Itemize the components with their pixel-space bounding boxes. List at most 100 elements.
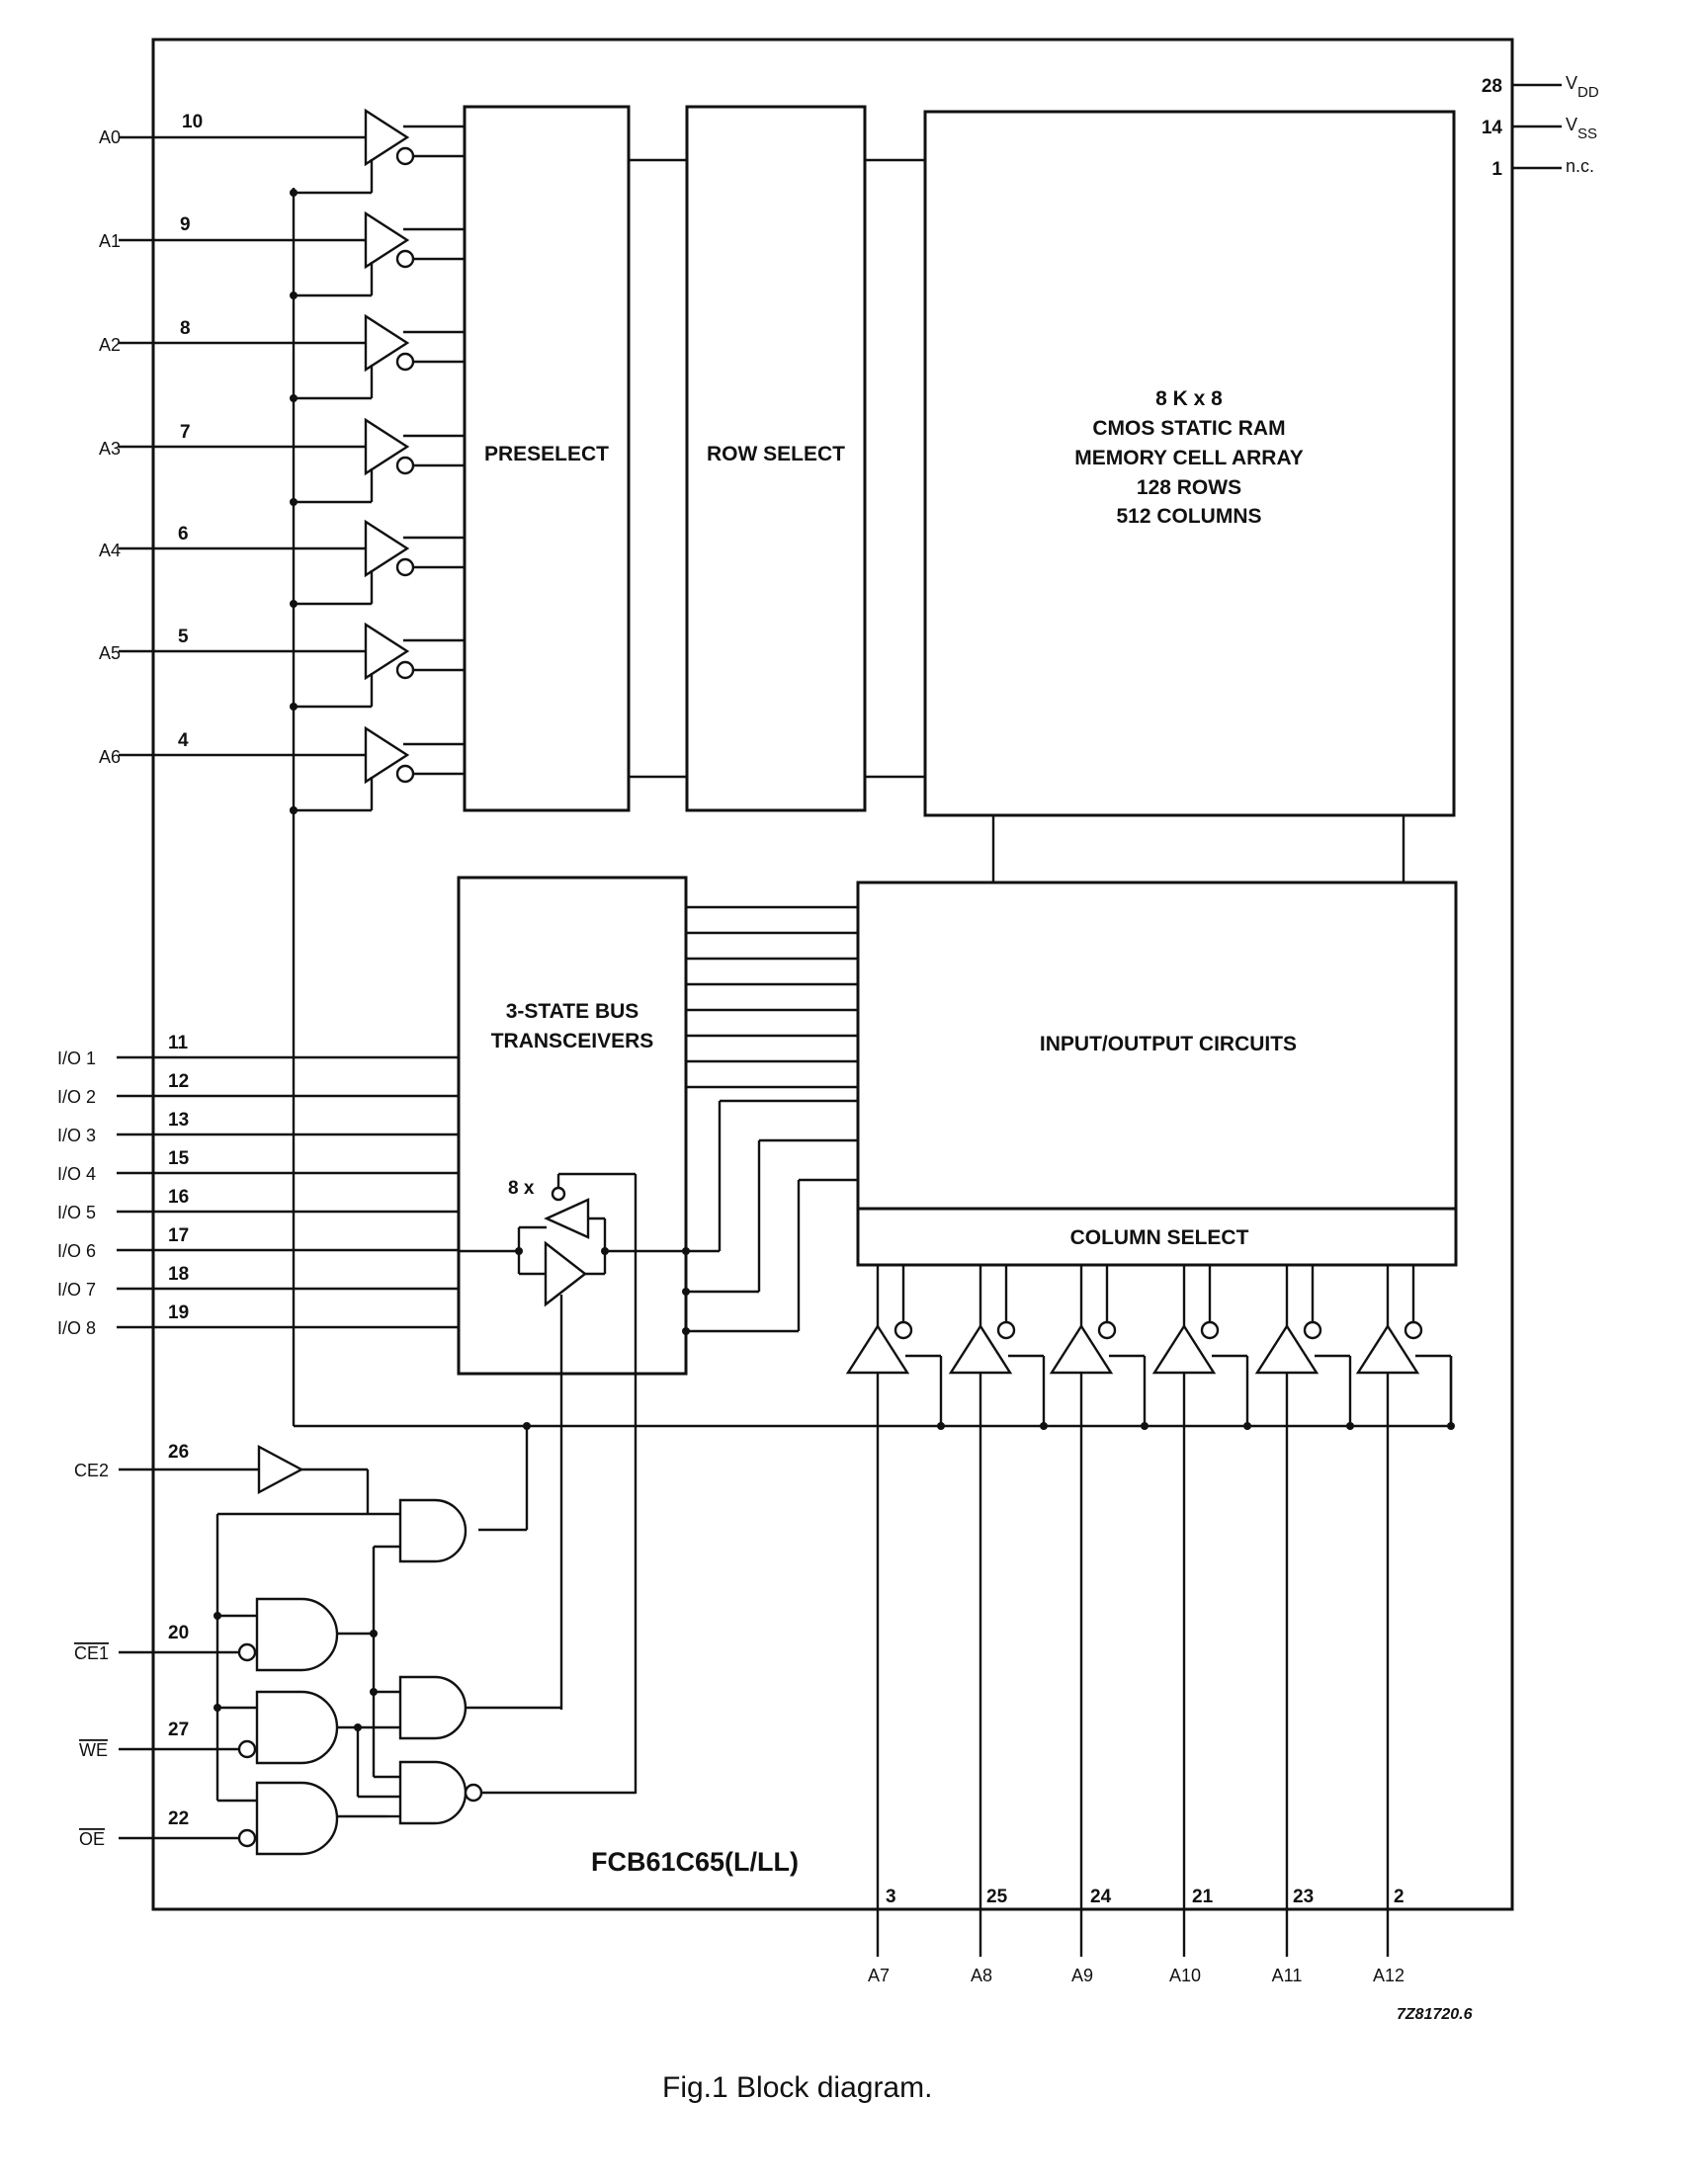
buffer-triangle (1049, 1323, 1114, 1375)
column-buffer-3 (1151, 1265, 1251, 1957)
a7-pin: 3 (886, 1887, 896, 1907)
io-labels: I/O 1 I/O 2 I/O 3 I/O 4 I/O 5 I/O 6 I/O … (57, 1033, 190, 1338)
io5-label: I/O 5 (57, 1203, 96, 1222)
row-select-label: ROW SELECT (707, 443, 845, 465)
row-buffer-0 (119, 108, 465, 197)
io1-label: I/O 1 (57, 1049, 96, 1068)
column-select-label: COLUMN SELECT (1070, 1226, 1249, 1249)
a12-label: A12 (1373, 1966, 1404, 1985)
io-circuits-label: INPUT/OUTPUT CIRCUITS (1040, 1033, 1297, 1055)
row-buffer-5 (119, 622, 465, 711)
row-select-block (685, 105, 867, 812)
enable-bus (290, 806, 1453, 1532)
ce1-label: CE1 (74, 1643, 109, 1663)
a0-pin: 10 (182, 112, 203, 132)
column-address-labels: 3 25 24 21 23 2 A7 A8 A9 A10 A11 A12 (868, 1887, 1404, 1985)
buffer-triangle (364, 417, 410, 476)
io4-label: I/O 4 (57, 1164, 96, 1184)
a5-pin: 5 (178, 627, 189, 647)
a12-pin: 2 (1394, 1887, 1404, 1907)
vdd-label: VDD (1566, 73, 1599, 101)
bus-junction (682, 1288, 690, 1296)
ce2-pin: 26 (168, 1442, 189, 1463)
column-buffer-0 (845, 1265, 945, 1957)
a11-label: A11 (1272, 1966, 1303, 1985)
vss-pin-number: 14 (1482, 118, 1503, 138)
row-address-labels: A0 A1 A2 A3 A4 A5 A6 10 9 8 7 6 5 4 (99, 112, 203, 767)
preselect-label: PRESELECT (484, 443, 609, 465)
preselect-block (463, 105, 631, 812)
a0-label: A0 (99, 127, 121, 147)
column-select-block (856, 1207, 1458, 1267)
buffer-triangle (364, 622, 410, 681)
a6-pin: 4 (178, 730, 189, 751)
bus-transceivers-block (457, 876, 688, 1376)
buffer-triangle (364, 519, 410, 578)
a4-pin: 6 (178, 524, 189, 545)
svg-text:512 COLUMNS: 512 COLUMNS (1116, 505, 1261, 528)
we-pin: 27 (168, 1720, 189, 1740)
io7-label: I/O 7 (57, 1280, 96, 1300)
a8-label: A8 (971, 1966, 992, 1985)
column-buffer-1 (948, 1265, 1048, 1957)
inverter-bubble (894, 1320, 913, 1340)
a1-pin: 9 (180, 214, 191, 235)
inverter-bubble (1404, 1320, 1423, 1340)
column-buffer-5 (1355, 1265, 1455, 1957)
svg-text:CMOS STATIC RAM: CMOS STATIC RAM (1092, 417, 1285, 440)
buffer-triangle (1355, 1323, 1420, 1375)
buffer-triangle (948, 1323, 1013, 1375)
a2-pin: 8 (180, 318, 191, 339)
inverter-bubble (395, 352, 415, 372)
inverter-bubble (1200, 1320, 1220, 1340)
io-lines (117, 1055, 459, 1329)
control-labels: CE2 26 CE1 20 WE 27 OE 22 (74, 1442, 189, 1849)
inverter-bubble (395, 146, 415, 166)
row-buffer-4 (119, 519, 465, 608)
io6-label: I/O 6 (57, 1241, 96, 1261)
memory-array-label: 8 K x 8 CMOS STATIC RAM MEMORY CELL ARRA… (1074, 387, 1303, 528)
io2-label: I/O 2 (57, 1087, 96, 1107)
buffer-triangle (1151, 1323, 1217, 1375)
column-buffer-4 (1254, 1265, 1354, 1957)
a10-label: A10 (1169, 1966, 1201, 1985)
part-number: FCB61C65(L/LL) (591, 1847, 799, 1877)
bus-transceivers-label-1: 3-STATE BUS (506, 1000, 639, 1023)
a7-label: A7 (868, 1966, 890, 1985)
io7-pin: 18 (168, 1264, 189, 1285)
row-buffer-3 (119, 417, 465, 506)
bus-junction (682, 1327, 690, 1335)
row-buffer-2 (119, 313, 465, 402)
a10-pin: 21 (1192, 1887, 1214, 1907)
buffer-triangle (364, 313, 410, 373)
vss-label: VSS (1566, 115, 1597, 142)
inverter-bubble (1097, 1320, 1117, 1340)
oe-label: OE (79, 1829, 105, 1849)
nc-label: n.c. (1566, 156, 1594, 176)
row-buffer-6 (119, 725, 465, 814)
bus-junction (682, 1247, 690, 1255)
figure-code: 7Z81720.6 (1397, 2006, 1473, 2023)
a4-label: A4 (99, 541, 121, 560)
io2-pin: 12 (168, 1071, 189, 1092)
a6-label: A6 (99, 747, 121, 767)
a11-pin: 23 (1293, 1887, 1314, 1907)
inverter-bubble (395, 249, 415, 269)
io8-pin: 19 (168, 1302, 189, 1323)
ce1-pin: 20 (168, 1623, 189, 1643)
a8-pin: 25 (986, 1887, 1008, 1907)
inverter-bubble (1303, 1320, 1322, 1340)
io-circuits-block (856, 881, 1458, 1211)
ce2-label: CE2 (74, 1461, 109, 1480)
nc-pin-number: 1 (1491, 159, 1502, 180)
buffer-triangle (364, 725, 410, 785)
io3-pin: 13 (168, 1110, 189, 1131)
io4-pin: 15 (168, 1148, 190, 1169)
a5-label: A5 (99, 643, 121, 663)
buffer-triangle (1254, 1323, 1319, 1375)
a9-label: A9 (1071, 1966, 1093, 1985)
buffer-triangle (845, 1323, 910, 1375)
row-buffer-1 (119, 210, 465, 299)
io1-pin: 11 (168, 1033, 189, 1053)
